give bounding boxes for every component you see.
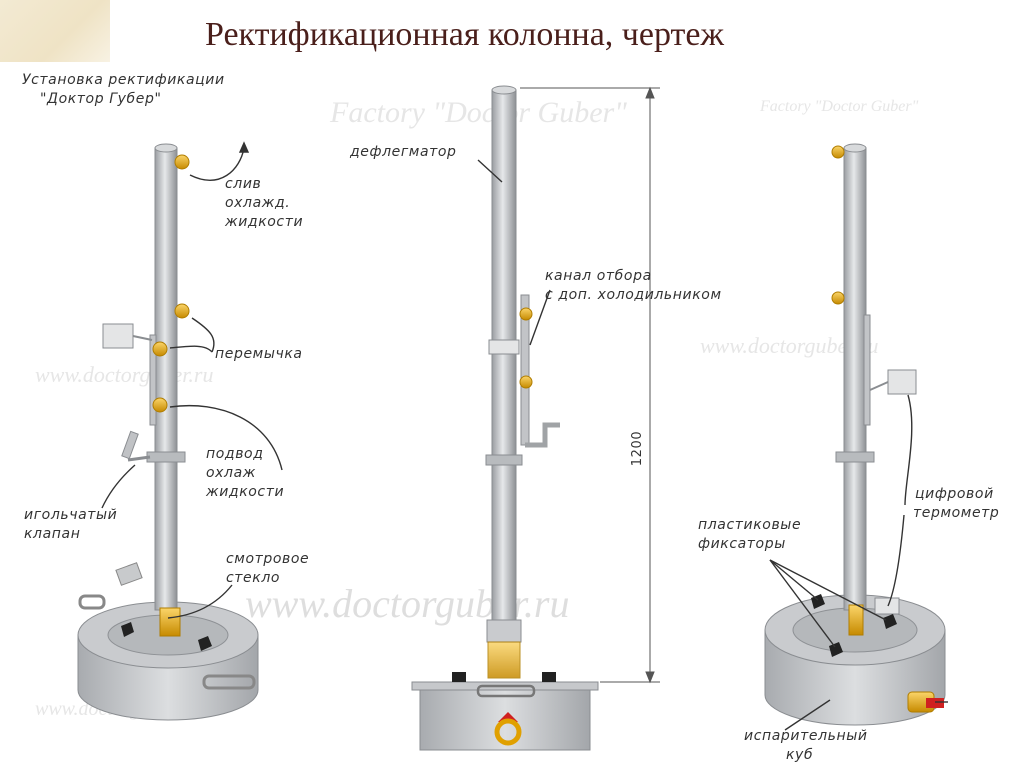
watermark-factory: Factory "Doctor Guber": [330, 96, 627, 129]
label-evaporation-tank-line2: куб: [786, 747, 814, 763]
left-unit: [77, 141, 283, 721]
drain-fitting-icon: [494, 718, 522, 746]
label-digital-thermometer-line1: цифровой: [915, 486, 994, 502]
watermark-factory-small: Factory "Doctor Guber": [760, 98, 919, 115]
fitting-icon: [174, 154, 190, 170]
center-leader-lines: [477, 159, 551, 346]
right-leader-lines: [769, 394, 948, 731]
right-unit: [764, 143, 948, 731]
clamp-icon: [121, 622, 134, 637]
left-leader-lines: [101, 141, 283, 619]
label-coolant-supply-line1: подвод: [206, 446, 264, 462]
left-column: [102, 143, 190, 637]
sight-glass: [848, 604, 864, 636]
center-unit: [411, 85, 660, 751]
height-dimension-line: [520, 86, 660, 684]
fitting-icon: [519, 307, 533, 321]
decorative-corner: [0, 0, 110, 62]
label-installation-line2: "Доктор Губер": [40, 91, 162, 107]
label-coolant-supply-line3: жидкости: [206, 484, 285, 500]
label-drain-line3: жидкости: [225, 214, 304, 230]
label-digital-thermometer-line2: термометр: [913, 505, 1000, 521]
label-drain-line1: слив: [225, 176, 262, 192]
watermark-url-left: www.doctorguber.ru: [35, 362, 214, 387]
label-sight-glass-line2: стекло: [226, 570, 281, 586]
label-drain-line2: охлажд.: [225, 195, 291, 211]
label-take-off-line1: канал отбора: [545, 268, 652, 284]
label-sight-glass-line1: смотровое: [226, 551, 310, 567]
thermometer-box: [887, 369, 917, 395]
label-dephlegmator: дефлегматор: [350, 144, 457, 160]
clamp-icon: [829, 642, 843, 657]
fitting-icon: [831, 145, 845, 159]
label-take-off-line2: с доп. холодильником: [545, 287, 722, 303]
slide-title: Ректификационная колонна, чертеж: [205, 16, 724, 53]
fitting-icon: [152, 397, 168, 413]
fitting-icon: [831, 291, 845, 305]
center-tank: [411, 672, 599, 751]
clamp-icon: [883, 614, 897, 629]
right-column: [831, 143, 917, 636]
sight-glass: [159, 607, 181, 637]
fitting-icon: [519, 375, 533, 389]
label-needle-valve-line1: игольчатый: [24, 507, 118, 523]
fitting-icon: [174, 303, 190, 319]
label-plastic-clamps-line1: пластиковые: [698, 517, 802, 533]
label-plastic-clamps-line2: фиксаторы: [698, 536, 786, 552]
clamp-icon: [198, 636, 212, 651]
label-height-dimension: 1200: [630, 430, 646, 467]
label-needle-valve-line2: клапан: [24, 526, 81, 542]
label-evaporation-tank-line1: испарительный: [744, 728, 868, 744]
fitting-icon: [152, 341, 168, 357]
label-coolant-supply-line2: охлаж: [206, 465, 256, 481]
thermometer-box: [102, 323, 134, 349]
label-jumper: перемычка: [215, 346, 303, 362]
label-installation-line1: Установка ректификации: [22, 72, 225, 88]
sight-glass: [487, 641, 521, 679]
center-column: [485, 85, 560, 679]
